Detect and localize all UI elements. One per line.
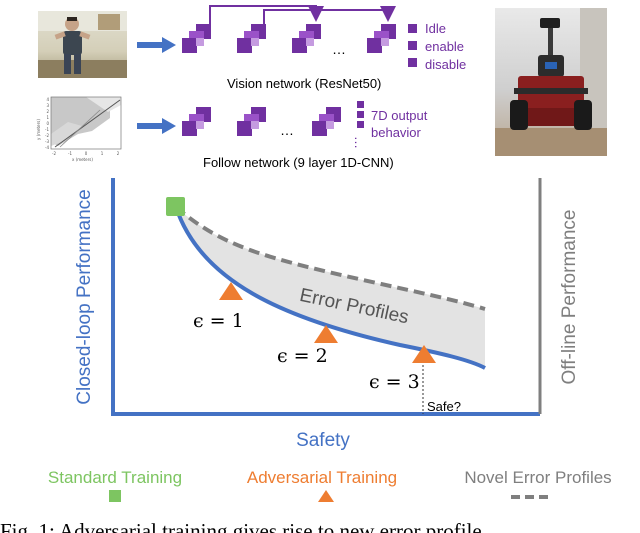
follow-output-line-2: behavior [371, 125, 422, 140]
vision-block [182, 24, 211, 53]
follow-output-ellipsis: … [352, 136, 367, 149]
adversarial-marker-eps-1 [219, 282, 243, 300]
legend-standard-training: Standard Training [48, 468, 182, 487]
mini-plot-ytick: 2 [46, 109, 49, 114]
y-axis-right-label: Off-line Performance [559, 210, 580, 385]
safe-label: Safe? [427, 399, 461, 414]
legend: Standard Training Adversarial Training N… [48, 468, 612, 502]
mini-plot-xtick: 2 [117, 151, 120, 156]
vision-output-marker-enable [408, 41, 417, 50]
figure-caption: Fig. 1: Adversarial training gives rise … [0, 519, 482, 533]
mini-plot-ytick: 4 [46, 97, 49, 102]
follow-network-label: Follow network (9 layer 1D-CNN) [203, 155, 394, 170]
eps-1-label: ϵ = 1 [193, 310, 244, 332]
concept-plot: Closed-loop Performance Off-line Perform… [74, 178, 580, 451]
mini-plot-ytick: -3 [45, 139, 49, 144]
vision-output-marker-idle [408, 24, 417, 33]
follow-output-line-1: 7D output [371, 108, 428, 123]
vision-network: … Idle enable disable Vision network (Re… [137, 5, 466, 91]
person-photo [38, 11, 127, 78]
mini-plot-ytick: 1 [46, 115, 49, 120]
mini-plot-xtick: 1 [101, 151, 104, 156]
vision-network-label: Vision network (ResNet50) [227, 76, 381, 91]
vision-ellipsis: … [332, 41, 346, 57]
mini-plot-xtick: -1 [68, 151, 72, 156]
mini-plot-ytick: 0 [46, 121, 49, 126]
figure-caption-clip: Fig. 1: Adversarial training gives rise … [0, 517, 640, 533]
legend-square-marker [109, 490, 121, 502]
follow-ellipsis: … [280, 122, 294, 138]
follow-block [182, 107, 211, 136]
follow-network: … … 7D output behavior Follow network (9… [137, 101, 428, 170]
vision-block [367, 24, 396, 53]
skip-connections [209, 5, 396, 24]
legend-triangle-marker [318, 490, 334, 502]
x-axis-label: Safety [296, 430, 350, 451]
mini-plot-xtick: 0 [85, 151, 88, 156]
mini-plot-xtick: -2 [52, 151, 56, 156]
mini-plot-ytick: -4 [45, 145, 49, 150]
legend-novel-error-profiles: Novel Error Profiles [464, 468, 611, 487]
follow-block [237, 107, 266, 136]
follow-output-markers [357, 101, 364, 128]
error-profiles-region [176, 207, 485, 366]
legend-adversarial-training: Adversarial Training [247, 468, 397, 487]
vision-output-disable: disable [425, 57, 466, 72]
trajectory-mini-plot: y (meters) x (meters) 4 3 2 1 0 -1 -2 -3… [36, 96, 125, 162]
mini-plot-ytick: 3 [46, 103, 49, 108]
follow-block [312, 107, 341, 136]
mini-plot-xlabel: x (meters) [72, 157, 93, 162]
adversarial-marker-eps-2 [314, 325, 338, 343]
standard-training-marker [166, 197, 185, 216]
closed-loop-curve [174, 206, 486, 370]
vision-output-enable: enable [425, 39, 464, 54]
eps-2-label: ϵ = 2 [277, 345, 328, 367]
vision-output-idle: Idle [425, 21, 446, 36]
adversarial-marker-eps-3 [412, 345, 436, 363]
vision-output-marker-disable [408, 58, 417, 67]
novel-error-profile-curve [174, 205, 486, 311]
vision-block [292, 24, 321, 53]
robot-photo [495, 8, 607, 156]
plot-axes [111, 178, 540, 416]
mini-plot-ytick: -2 [45, 133, 49, 138]
vision-block [237, 24, 266, 53]
mini-plot-ytick: -1 [45, 127, 49, 132]
y-axis-left-label: Closed-loop Performance [74, 189, 95, 404]
mini-plot-ylabel: y (meters) [36, 119, 41, 140]
eps-3-label: ϵ = 3 [369, 371, 420, 393]
